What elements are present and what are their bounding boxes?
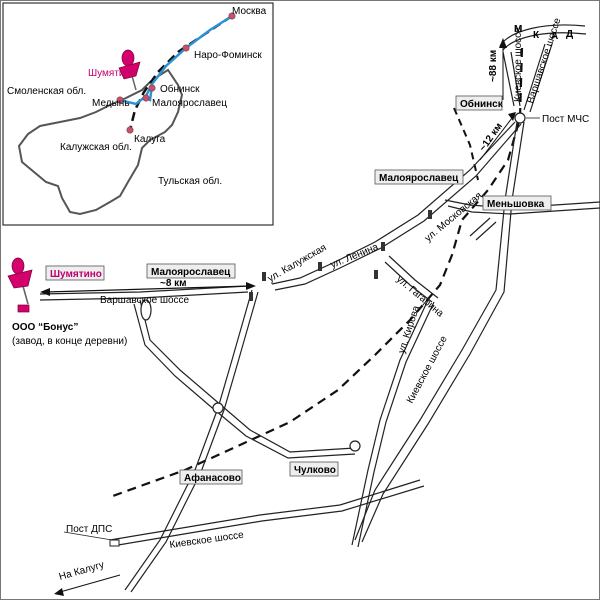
junction-afanasovo bbox=[212, 402, 224, 414]
inset-label-medyn: Медынь bbox=[92, 98, 130, 109]
label-company-note: (завод, в конце деревни) bbox=[12, 336, 127, 347]
kiev-highway-top bbox=[502, 51, 521, 107]
label-kievskoe-top: Киевское шоссе bbox=[513, 27, 524, 102]
inset-label-tulskaya: Тульская обл. bbox=[158, 175, 222, 187]
road-to-afanasovo bbox=[124, 289, 259, 593]
arrow-obninsk-12 bbox=[479, 112, 516, 161]
inset-label-naro: Наро-Фоминск bbox=[194, 50, 262, 61]
kaluga-region-outline bbox=[17, 68, 184, 216]
road-island bbox=[140, 299, 152, 321]
inset-label-kaluzhskaya: Калужская обл. bbox=[60, 141, 132, 153]
inset-dot-kaluga bbox=[126, 126, 134, 134]
svg-text:Обнинск: Обнинск bbox=[460, 98, 504, 110]
shumyatino-pin-icon bbox=[7, 257, 33, 305]
gagarina-street bbox=[384, 255, 439, 303]
varshavskoe-left bbox=[39, 285, 249, 301]
inset-map: Москва Наро-Фоминск Шумятино Смоленская … bbox=[2, 2, 274, 226]
label-box-obninsk: Обнинск bbox=[455, 95, 504, 111]
post-dps-marker bbox=[109, 539, 120, 547]
inset-label-smolensk: Смоленская обл. bbox=[7, 85, 86, 97]
kirova-street bbox=[351, 299, 435, 548]
svg-text:Шумятино: Шумятино bbox=[50, 269, 102, 280]
mkad-letter-d: Д bbox=[566, 29, 573, 40]
svg-text:Малоярославец: Малоярославец bbox=[379, 173, 459, 184]
svg-text:Афанасово: Афанасово bbox=[184, 472, 241, 484]
menshovka-road bbox=[469, 217, 497, 241]
label-box-menshovka: Меньшовка bbox=[482, 195, 552, 211]
label-box-chulkovo: Чулково bbox=[289, 461, 339, 477]
post-dps-leader bbox=[63, 531, 113, 541]
mkad-ring-inner bbox=[502, 32, 587, 51]
svg-text:Меньшовка: Меньшовка bbox=[487, 199, 545, 210]
inset-frame bbox=[2, 2, 274, 226]
inset-dot-obninsk bbox=[148, 84, 156, 92]
inset-label-maloyar: Малоярославец bbox=[152, 98, 227, 109]
inset-dot-maloyar bbox=[142, 94, 150, 102]
inset-label-kaluga: Калуга bbox=[134, 134, 166, 145]
label-post-mchs: Пост МЧС bbox=[542, 114, 589, 125]
label-to-moscow-distance: ~88 км bbox=[488, 50, 499, 82]
traffic-light-icon bbox=[249, 210, 432, 301]
obninsk-dashed bbox=[453, 107, 479, 181]
kievskoe-bottom bbox=[109, 479, 425, 547]
inset-dot-moskva bbox=[228, 12, 236, 20]
inset-label-moskva: Москва bbox=[232, 6, 267, 17]
label-post-dps: Пост ДПС bbox=[66, 524, 112, 535]
arrow-to-kaluga bbox=[54, 574, 121, 596]
inset-dot-medyn bbox=[116, 96, 124, 104]
label-box-maloyar-left: Малоярославец bbox=[146, 263, 236, 279]
svg-text:Малоярославец: Малоярославец bbox=[151, 267, 231, 278]
svg-text:Чулково: Чулково bbox=[294, 465, 336, 476]
arrow-shumyatino-8 bbox=[40, 282, 256, 296]
label-box-maloyar-right: Малоярославец bbox=[374, 169, 464, 185]
varshavskoe-top bbox=[523, 43, 553, 113]
label-varshavskoe-left: Варшавское шоссе bbox=[100, 295, 190, 306]
mkad-letter-m: М bbox=[514, 24, 522, 35]
junction-post-mchs bbox=[514, 112, 526, 124]
road-south-curve bbox=[133, 299, 356, 459]
label-box-afanasovo: Афанасово bbox=[179, 469, 243, 485]
mkad-letter-a: А bbox=[551, 31, 558, 42]
label-company: ООО “Бонус” bbox=[12, 322, 78, 333]
inset-label-obninsk: Обнинск bbox=[160, 83, 200, 95]
label-box-shumyatino: Шумятино bbox=[45, 265, 105, 281]
inset-dot-naro bbox=[182, 44, 190, 52]
label-shumyatino-8: ~8 км bbox=[160, 278, 187, 289]
inset-label-shumyatino: Шумятино bbox=[88, 68, 136, 79]
arrow-to-moscow bbox=[499, 38, 507, 100]
inset-route bbox=[119, 14, 233, 106]
junction-chulkovo bbox=[349, 440, 361, 452]
mkad-letter-k: К bbox=[533, 30, 540, 41]
inset-pin-icon bbox=[118, 49, 141, 91]
bonus-factory-marker bbox=[17, 304, 30, 313]
